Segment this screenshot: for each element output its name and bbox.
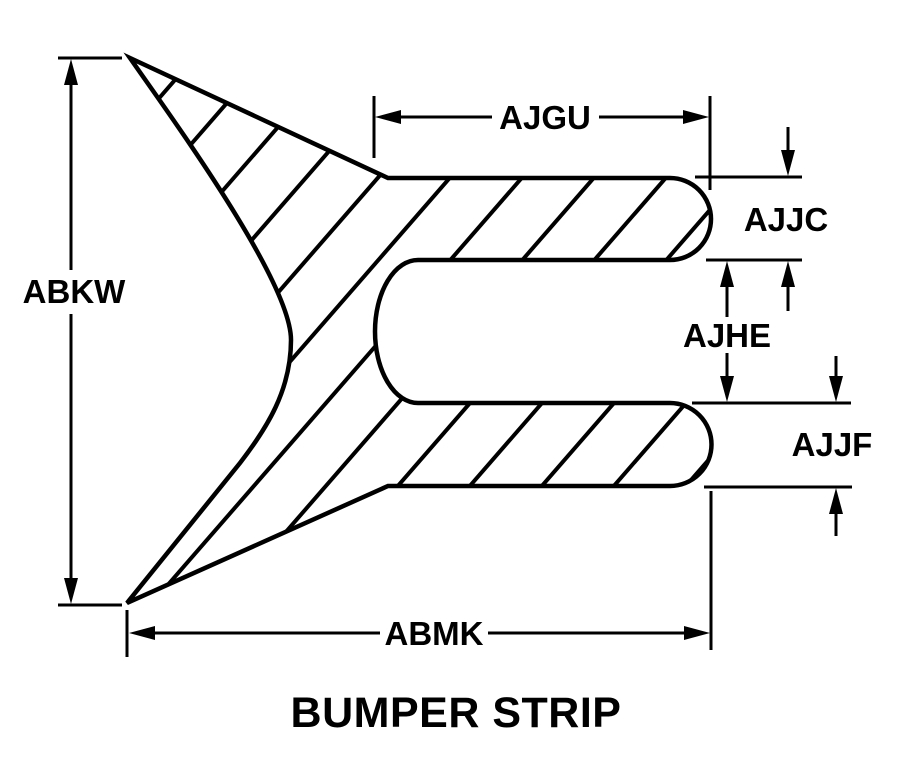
dimension-ajgu: AJGU bbox=[372, 96, 712, 190]
ajjf-down-arrowhead bbox=[829, 376, 843, 402]
ajjc-down-arrowhead bbox=[781, 150, 795, 176]
ajjc-up-arrowhead bbox=[781, 261, 795, 287]
dimension-ajhe: AJHE bbox=[683, 261, 851, 405]
dimension-abmk: ABMK bbox=[125, 491, 713, 657]
dimension-ajjc: AJJC bbox=[695, 127, 828, 311]
dim-label-ajjc: AJJC bbox=[744, 201, 828, 238]
ajgu-right-arrowhead bbox=[683, 110, 709, 124]
bumper-strip-profile bbox=[123, 52, 714, 606]
dim-label-ajhe: AJHE bbox=[683, 317, 771, 354]
abmk-right-arrowhead bbox=[684, 626, 710, 640]
abmk-left-arrowhead bbox=[129, 626, 155, 640]
ajhe-up-arrowhead bbox=[720, 261, 734, 287]
dim-label-ajgu: AJGU bbox=[499, 99, 591, 136]
dimension-abkw: ABKW bbox=[23, 56, 126, 607]
abkw-down-arrowhead bbox=[64, 578, 78, 604]
dimension-ajjf: AJJF bbox=[704, 356, 872, 536]
ajjf-up-arrowhead bbox=[829, 488, 843, 514]
ajgu-left-arrowhead bbox=[375, 110, 401, 124]
dim-label-ajjf: AJJF bbox=[792, 426, 873, 463]
dim-label-abkw: ABKW bbox=[23, 273, 126, 310]
ajhe-down-arrowhead bbox=[720, 376, 734, 402]
dim-label-abmk: ABMK bbox=[385, 615, 484, 652]
drawing-title: BUMPER STRIP bbox=[291, 689, 622, 737]
abkw-up-arrowhead bbox=[64, 59, 78, 85]
